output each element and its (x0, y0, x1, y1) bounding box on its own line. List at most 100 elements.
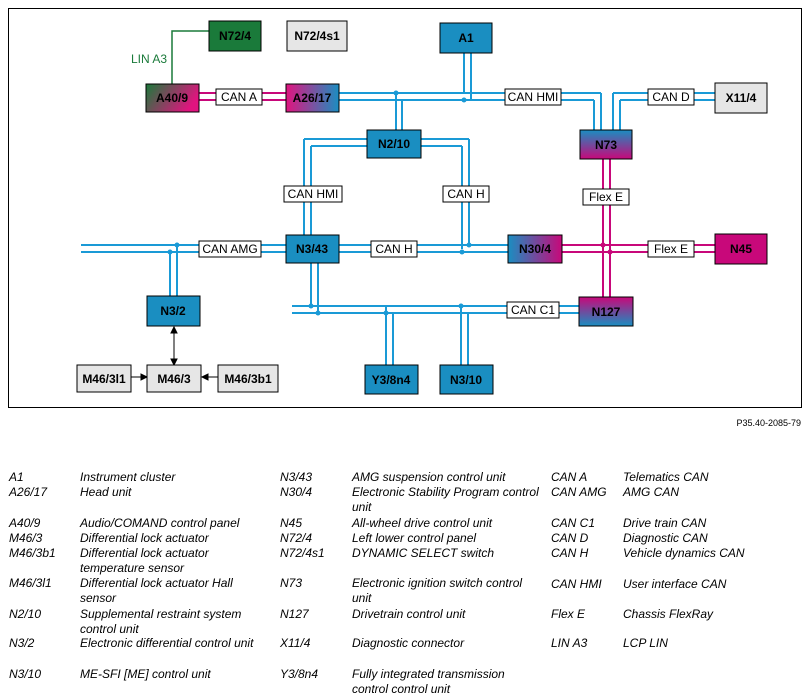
legend-description: Instrument cluster (80, 470, 176, 484)
svg-text:N3/2: N3/2 (160, 304, 186, 318)
legend-description: Differential lock actuator Hall sensor (80, 576, 233, 605)
node-n3-43: N3/43 (285, 234, 340, 264)
legend-code: CAN AMG (551, 485, 607, 499)
svg-text:M46/3: M46/3 (157, 372, 191, 386)
legend-code: A26/17 (9, 485, 48, 499)
node-n3-10: N3/10 (439, 364, 494, 395)
legend-code: N72/4s1 (280, 546, 325, 560)
legend-description: LCP LIN (623, 636, 668, 650)
bus-label-can-c1: CAN C1 (511, 303, 555, 317)
bus-label-can-amg: CAN AMG (202, 242, 257, 256)
legend-description: AMG CAN (623, 485, 680, 499)
svg-text:M46/3b1: M46/3b1 (224, 372, 272, 386)
node-n73: N73 (579, 129, 633, 160)
legend-description: Differential lock actuator (80, 531, 209, 545)
bus-label-can-d: CAN D (652, 90, 690, 104)
node-n72-4s1: N72/4s1 (286, 20, 348, 52)
bus-label-can-hmi-top: CAN HMI (508, 90, 559, 104)
legend-code: N3/10 (9, 667, 42, 681)
node-y3-8n4: Y3/8n4 (364, 364, 419, 395)
legend-description: Drive train CAN (623, 516, 707, 530)
node-a40-9: A40/9 (145, 83, 200, 113)
legend-description: DYNAMIC SELECT switch (352, 546, 495, 560)
legend-code: N3/2 (9, 636, 35, 650)
node-n30-4: N30/4 (507, 234, 563, 264)
node-n45: N45 (714, 233, 768, 265)
node-a1: A1 (439, 22, 493, 54)
svg-text:N45: N45 (730, 242, 752, 256)
legend-description: Diagnostic CAN (623, 531, 708, 545)
legend-code: M46/3l1 (9, 576, 52, 590)
legend-description: Electronic ignition switch control unit (352, 576, 523, 605)
svg-text:N73: N73 (595, 138, 617, 152)
legend-code: CAN C1 (551, 516, 596, 530)
legend-code: CAN HMI (551, 577, 602, 591)
network-topology-diagram: LIN A3 CAN A CAN HMI CAN D CAN HMI CAN H… (76, 20, 768, 395)
node-x11-4: X11/4 (714, 82, 768, 114)
legend-code: N2/10 (9, 607, 42, 621)
legend-description: Differential lock actuator temperature s… (80, 546, 209, 575)
svg-text:X11/4: X11/4 (726, 91, 757, 105)
svg-text:M46/3l1: M46/3l1 (82, 372, 126, 386)
legend-description: AMG suspension control unit (352, 470, 506, 484)
node-n72-4: N72/4 (208, 20, 262, 52)
legend-description: All-wheel drive control unit (352, 516, 493, 530)
legend-description: Head unit (80, 485, 132, 499)
node-n127: N127 (578, 296, 634, 327)
svg-text:N3/43: N3/43 (296, 242, 328, 256)
legend-description: User interface CAN (623, 577, 727, 591)
legend-description: Chassis FlexRay (623, 607, 714, 621)
svg-text:N30/4: N30/4 (519, 242, 551, 256)
legend-description: Audio/COMAND control panel (80, 516, 240, 530)
legend-description: Telematics CAN (623, 470, 709, 484)
legend-code: N30/4 (280, 485, 313, 499)
legend-code: N127 (280, 607, 309, 621)
svg-text:N127: N127 (592, 305, 621, 319)
legend-description: ME-SFI [ME] control unit (80, 667, 211, 681)
diagram-frame: LIN A3 CAN A CAN HMI CAN D CAN HMI CAN H… (8, 8, 802, 408)
legend-description: Vehicle dynamics CAN (623, 546, 745, 560)
legend-code: N45 (280, 516, 303, 530)
legend-description: Electronic differential control unit (80, 636, 254, 650)
legend-code: LIN A3 (551, 636, 588, 650)
bus-label-can-a: CAN A (221, 90, 257, 104)
legend-code: Y3/8n4 (280, 667, 319, 681)
legend-description: Supplemental restraint system control un… (80, 607, 242, 636)
legend-description: Drivetrain control unit (352, 607, 466, 621)
bus-label-can-h-right: CAN H (447, 187, 484, 201)
node-m46-3l1: M46/3l1 (76, 364, 132, 393)
svg-text:A1: A1 (458, 31, 474, 45)
bus-label-can-h-mid: CAN H (375, 242, 412, 256)
legend-code: M46/3 (9, 531, 43, 545)
svg-text:N72/4: N72/4 (219, 29, 251, 43)
bus-label-lin-a3: LIN A3 (131, 52, 167, 66)
legend-description: Fully integrated transmission control co… (352, 667, 505, 696)
node-n3-2: N3/2 (146, 295, 201, 327)
legend-code: N3/43 (280, 470, 313, 484)
legend-code: Flex E (551, 607, 586, 621)
bus-label-can-hmi-left: CAN HMI (288, 187, 339, 201)
bus-label-flex-e-vert: Flex E (589, 190, 623, 204)
svg-text:Y3/8n4: Y3/8n4 (372, 373, 411, 387)
node-m46-3b1: M46/3b1 (217, 364, 279, 393)
svg-text:N3/10: N3/10 (450, 373, 482, 387)
legend-code: CAN D (551, 531, 589, 545)
legend-code: A40/9 (9, 516, 41, 530)
legend-code: N73 (280, 576, 303, 590)
node-a26-17: A26/17 (285, 83, 340, 113)
legend-code: A1 (9, 470, 24, 484)
legend-description: Diagnostic connector (352, 636, 465, 650)
legend-code: M46/3b1 (9, 546, 56, 560)
legend-code: N72/4 (280, 531, 313, 545)
bus-label-flex-e-horiz: Flex E (654, 242, 688, 256)
node-m46-3: M46/3 (146, 364, 202, 393)
svg-text:N72/4s1: N72/4s1 (294, 29, 340, 43)
svg-text:A26/17: A26/17 (293, 91, 332, 105)
legend-code: X11/4 (280, 636, 311, 650)
legend-description: Electronic Stability Program control uni… (352, 485, 539, 514)
svg-text:A40/9: A40/9 (156, 91, 188, 105)
node-n2-10: N2/10 (366, 129, 422, 159)
legend-description: Left lower control panel (352, 531, 477, 545)
legend-code: CAN H (551, 546, 589, 560)
figure-reference: P35.40-2085-79 (736, 418, 801, 428)
